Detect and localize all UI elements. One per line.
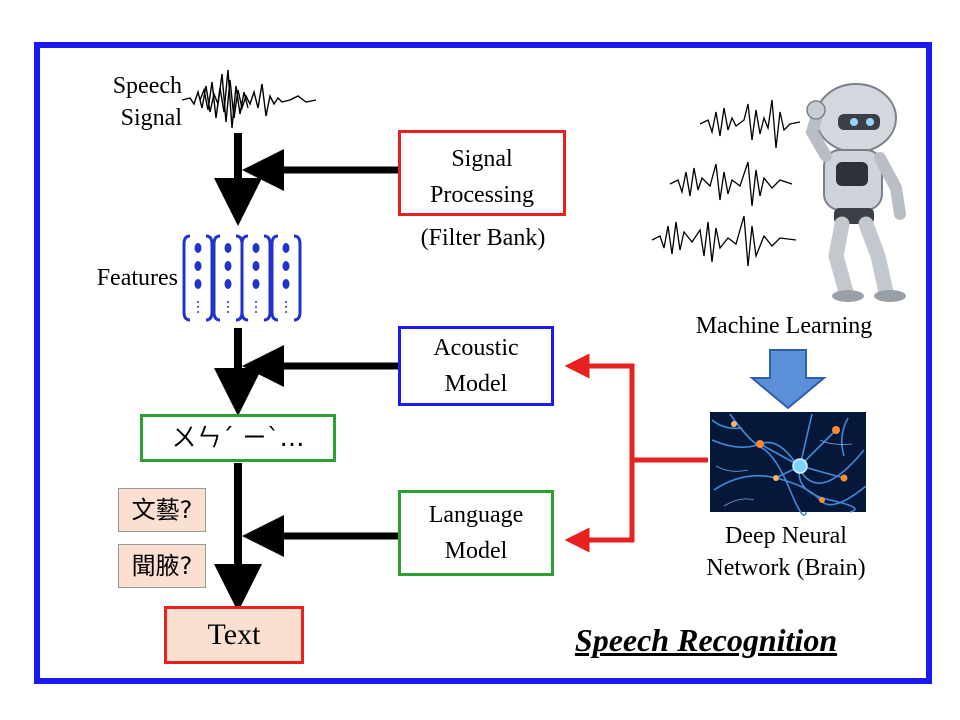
feature-vectors-icon — [182, 234, 302, 322]
candidate-2-box: 聞腋? — [118, 544, 206, 588]
red-connector-to-language — [564, 460, 635, 553]
red-connector-to-acoustic — [564, 353, 635, 540]
features-label: Features — [96, 265, 178, 291]
signal-processing-line3: (Filter Bank) — [420, 225, 546, 251]
speech-signal-label: Speech Signal — [72, 70, 182, 134]
speech-signal-label-line1: Speech — [112, 73, 182, 99]
robot-icon — [805, 83, 906, 302]
text-output-text: Text — [207, 618, 261, 651]
language-model-box: Language Model — [398, 490, 554, 576]
signal-processing-line1: Signal — [451, 146, 513, 172]
acoustic-model-line1: Acoustic — [433, 335, 519, 361]
candidate-2-text: 聞腋? — [131, 552, 193, 580]
feature-vector-dots — [194, 243, 290, 313]
candidate-1-box: 文藝? — [118, 488, 206, 532]
speech-signal-label-line2: Signal — [120, 105, 182, 131]
dnn-label: Deep Neural Network (Brain) — [670, 520, 902, 584]
dnn-label-line2: Network (Brain) — [706, 555, 866, 581]
phonetic-output-text: ㄨㄣˊ ㄧˋ… — [171, 423, 305, 452]
diagram-title: Speech Recognition — [574, 622, 838, 658]
acoustic-model-line2: Model — [444, 371, 508, 397]
candidate-1-text: 文藝? — [131, 496, 193, 524]
signal-processing-line2: Processing — [430, 182, 534, 208]
dnn-label-line1: Deep Neural — [725, 523, 847, 549]
phonetic-output-box: ㄨㄣˊ ㄧˋ… — [140, 414, 336, 462]
diagram-frame — [34, 42, 932, 684]
down-arrow-icon — [749, 349, 827, 410]
language-model-line2: Model — [444, 538, 508, 564]
text-output-box: Text — [164, 606, 304, 664]
signal-processing-box: Signal Processing — [398, 130, 566, 216]
neuron-network-icon — [710, 412, 867, 516]
acoustic-model-box: Acoustic Model — [398, 326, 554, 406]
language-model-line1: Language — [428, 502, 524, 528]
machine-learning-label: Machine Learning — [695, 313, 873, 339]
waveform-icon — [181, 69, 317, 129]
waveform-icon — [651, 99, 801, 267]
